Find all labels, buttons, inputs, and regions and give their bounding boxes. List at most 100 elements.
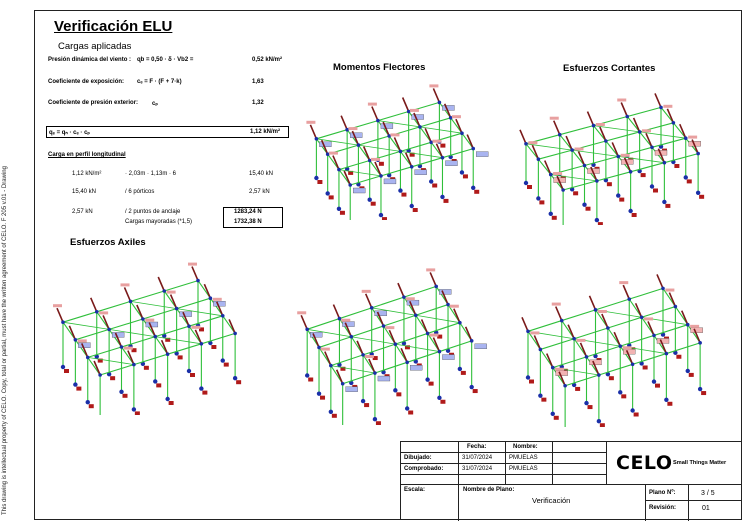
load-arrow (148, 322, 156, 337)
beam-member (559, 134, 573, 151)
brace-member (330, 365, 375, 374)
support-marker (674, 164, 680, 168)
joint-node (550, 365, 555, 370)
support-marker (165, 337, 171, 342)
perfil-l3a: 2,57 kN (72, 209, 93, 215)
support-marker (364, 403, 370, 408)
support-marker (432, 183, 438, 188)
joint-node (367, 158, 372, 163)
load-arrow (693, 328, 701, 344)
support-node (220, 358, 225, 363)
support-marker (701, 391, 707, 396)
value-tag (406, 299, 420, 306)
joint-node (570, 148, 574, 152)
value-label (166, 290, 176, 294)
load-arrow (601, 313, 609, 329)
brace-member (176, 308, 223, 317)
tb-revision-value: 01 (702, 505, 710, 512)
support-node (457, 366, 463, 372)
joint-node (187, 324, 191, 328)
result-box (223, 207, 283, 228)
load-arrow (613, 331, 621, 347)
load-arrow (521, 316, 529, 332)
joint-node (625, 114, 630, 119)
support-node (628, 208, 633, 214)
beam-member (419, 117, 451, 128)
joint-node (61, 320, 65, 324)
brace-member (618, 156, 665, 164)
beam-member (383, 314, 416, 327)
joint-node (446, 302, 450, 307)
beam-member (96, 300, 131, 313)
beam-member (666, 342, 701, 355)
title-block: Fecha: Nombre: Dibujado: 31/07/2024 PMUE… (400, 441, 742, 521)
joint-node (662, 160, 667, 165)
load-arrow (555, 306, 563, 321)
joint-node (434, 284, 438, 289)
beam-member (351, 325, 384, 338)
load-arrow (127, 350, 135, 365)
value-label (595, 123, 605, 126)
beam-member (342, 372, 376, 385)
joint-node (673, 304, 678, 309)
support-marker (396, 392, 402, 397)
value-tag (179, 311, 192, 317)
load-arrow (666, 108, 675, 124)
value-label (619, 281, 629, 285)
beam-member (629, 287, 664, 300)
joint-node (406, 109, 411, 114)
joint-node (162, 289, 167, 293)
load-arrow (623, 157, 632, 173)
brace-member (109, 329, 156, 337)
support-node (409, 203, 414, 209)
load-arrow (611, 142, 619, 157)
support-node (328, 409, 334, 414)
value-label (361, 289, 371, 293)
joint-node (337, 167, 341, 172)
joint-node (369, 306, 374, 310)
beam-member (525, 143, 539, 160)
support-marker (587, 405, 593, 410)
joint-node (174, 306, 179, 311)
support-node (393, 388, 398, 393)
joint-node (220, 314, 225, 318)
tb-dibujado-label: Dibujado: (404, 455, 432, 461)
support-marker (143, 365, 149, 370)
support-marker (599, 423, 605, 427)
support-marker (375, 421, 381, 425)
beam-member (427, 322, 461, 334)
value-label (665, 288, 675, 292)
joint-node (584, 355, 589, 359)
load-arrow (432, 337, 441, 352)
beam-member (641, 306, 676, 318)
frame-group (519, 93, 705, 225)
value-tag (213, 301, 226, 307)
support-node (660, 332, 666, 337)
joint-node (604, 139, 608, 143)
value-label (690, 324, 700, 328)
joint-node (196, 278, 200, 283)
beam-member (626, 116, 641, 133)
brace-member (639, 131, 686, 139)
support-node (538, 393, 543, 398)
support-marker (460, 370, 466, 375)
celo-slogan: Small Things Matter (673, 460, 727, 466)
beam-member (653, 324, 688, 336)
joint-node (685, 322, 690, 327)
load-arrow (191, 266, 199, 281)
support-node (429, 179, 434, 184)
support-marker (110, 376, 116, 381)
support-node (372, 417, 378, 422)
load-arrow (553, 120, 561, 136)
support-marker (331, 413, 337, 418)
beam-member (660, 107, 674, 124)
load-arrow (668, 292, 677, 307)
support-node (683, 175, 688, 180)
perfil-l4b: Cargas mayoradas (*1,5) (125, 219, 193, 225)
value-label (644, 317, 653, 321)
support-marker (474, 189, 480, 194)
value-tag (442, 354, 455, 360)
value-label (77, 339, 87, 343)
value-label (429, 84, 439, 88)
tb-nombre-plano: Verificación (532, 496, 571, 505)
